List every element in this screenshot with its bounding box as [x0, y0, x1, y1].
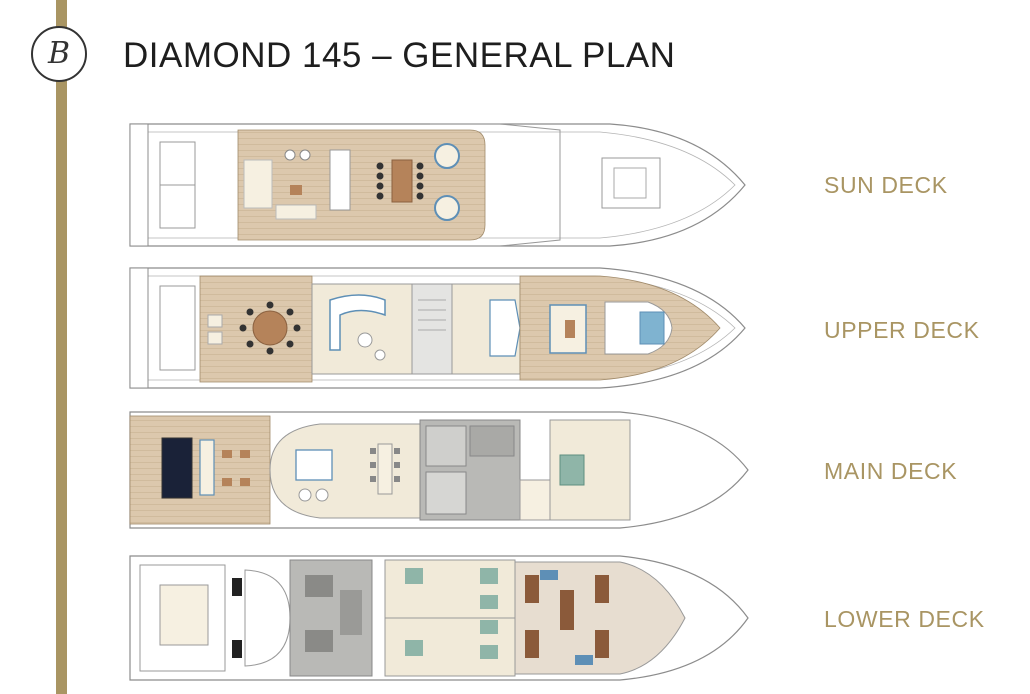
upper-deck-plan	[129, 267, 746, 389]
sun-deck-lounge-pod	[434, 143, 460, 169]
guest-cabin-bed	[480, 568, 498, 584]
sun-deck-bar	[329, 149, 351, 211]
main-deck-dining-table	[377, 443, 393, 495]
guest-cabin-bed	[480, 595, 498, 609]
guest-cabin-bed	[480, 645, 498, 659]
upper-deck-swim-platform	[129, 267, 149, 389]
lower-deck-crew-area	[514, 561, 686, 675]
guest-cabin-bed	[405, 640, 423, 656]
sun-deck-hatch	[601, 157, 661, 209]
guest-cabin-bed	[405, 568, 423, 584]
deck-label-upper: UPPER DECK	[824, 317, 980, 343]
main-deck-pool	[161, 437, 193, 499]
brand-logo: B	[31, 26, 87, 82]
main-deck-saloon	[269, 423, 421, 519]
sun-deck-plan	[129, 123, 746, 247]
main-deck-plan	[129, 411, 749, 529]
upper-deck-saloon	[311, 283, 413, 375]
sun-deck-dining-table	[391, 159, 413, 203]
upper-deck-stair	[411, 283, 453, 375]
lower-deck-plan	[129, 555, 749, 681]
deck-label-sun: SUN DECK	[824, 172, 948, 198]
logo-monogram: B	[47, 36, 71, 71]
gold-accent-bar	[56, 0, 67, 694]
page-title: DIAMOND 145 – GENERAL PLAN	[123, 36, 676, 75]
sun-deck-swim-platform	[129, 123, 149, 247]
deck-label-lower: LOWER DECK	[824, 606, 985, 632]
deck-label-main: MAIN DECK	[824, 458, 958, 484]
upper-deck-round-table	[252, 310, 288, 346]
guest-cabin-bed	[480, 620, 498, 634]
main-deck-owner-bed	[559, 454, 585, 486]
sun-deck-lounge-pod	[434, 195, 460, 221]
